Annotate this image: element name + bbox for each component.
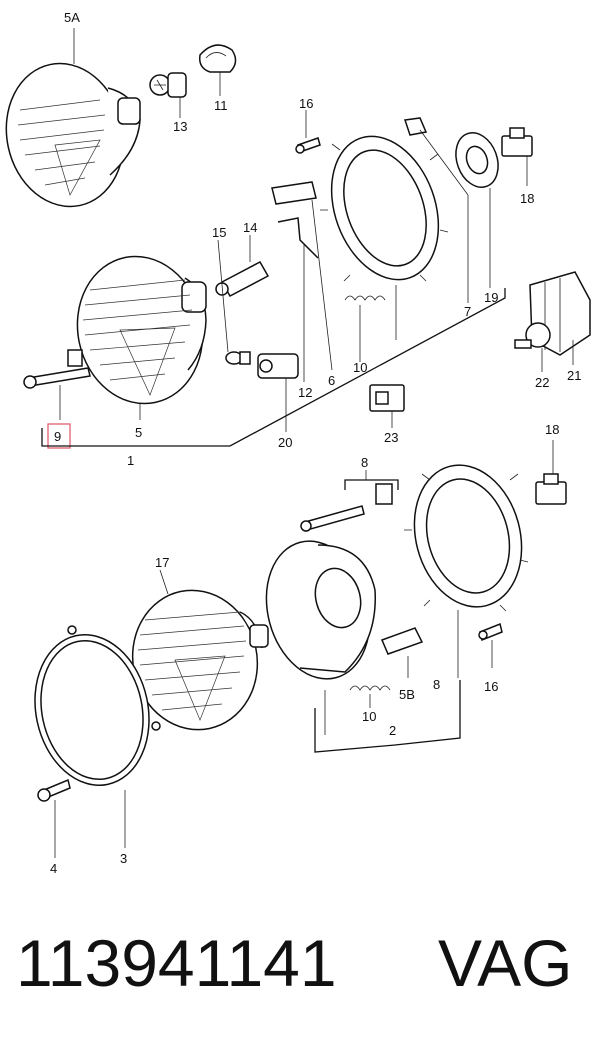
- callout-15: 15: [212, 225, 226, 240]
- reflector-housing-2: [265, 540, 376, 680]
- screw-9: [23, 349, 91, 389]
- bulb-22: [514, 322, 551, 349]
- callout-11: 11: [214, 98, 228, 113]
- callout-8-top: 8: [361, 455, 368, 470]
- retaining-ring-3: [34, 625, 161, 786]
- bulb-14: [215, 260, 270, 298]
- callout-labels: 5A 11 13 16 18 14 15 6 7 19 21 22 10 12 …: [50, 10, 581, 876]
- callout-8-lower: 8: [433, 677, 440, 692]
- footer-caption: 113941141 VAG: [0, 930, 600, 1010]
- socket-20: [257, 353, 299, 379]
- brand-name: VAG: [438, 926, 573, 1000]
- callout-5a: 5A: [64, 10, 80, 25]
- callout-5: 5: [135, 425, 142, 440]
- callout-9: 9: [54, 429, 61, 444]
- callout-16-top: 16: [299, 96, 313, 111]
- callout-21: 21: [567, 368, 581, 383]
- bulb-15: [225, 351, 251, 365]
- callout-10-lower: 10: [362, 709, 376, 724]
- screw-16-top: [295, 137, 321, 154]
- callout-2: 2: [389, 723, 396, 738]
- callout-4: 4: [50, 861, 57, 876]
- callout-19: 19: [484, 290, 498, 305]
- callout-18-mid: 18: [545, 422, 559, 437]
- grommet-19: [455, 132, 499, 188]
- callout-6: 6: [328, 373, 335, 388]
- callout-5b: 5B: [399, 687, 415, 702]
- clip-11: [198, 44, 237, 73]
- callout-18-top: 18: [520, 191, 534, 206]
- connector-18-mid: [535, 473, 567, 505]
- callout-17: 17: [155, 555, 169, 570]
- bulb-13: [149, 72, 187, 98]
- callout-22: 22: [535, 375, 549, 390]
- part-number: 113941141: [16, 926, 337, 1000]
- callout-14: 14: [243, 220, 257, 235]
- callout-1: 1: [127, 453, 134, 468]
- mounting-ring-top: [320, 135, 449, 282]
- headlamp-17: [131, 589, 269, 731]
- callout-12: 12: [298, 385, 312, 400]
- headlamp-5a: [5, 62, 141, 208]
- callout-20: 20: [278, 435, 292, 450]
- callout-10-top: 10: [353, 360, 367, 375]
- screw-8-long: [300, 483, 393, 532]
- callout-7: 7: [464, 304, 471, 319]
- headlamp-5: [76, 255, 207, 405]
- callout-16-lower: 16: [484, 679, 498, 694]
- callout-3: 3: [120, 851, 127, 866]
- callout-23: 23: [384, 430, 398, 445]
- screw-4: [37, 778, 71, 802]
- screw-16-lower: [478, 622, 503, 642]
- connector-18-top: [501, 127, 533, 157]
- connector-23: [369, 384, 405, 412]
- highlight-box-9: [47, 423, 71, 449]
- mounting-ring-lower: [404, 464, 529, 612]
- callout-13: 13: [173, 119, 187, 134]
